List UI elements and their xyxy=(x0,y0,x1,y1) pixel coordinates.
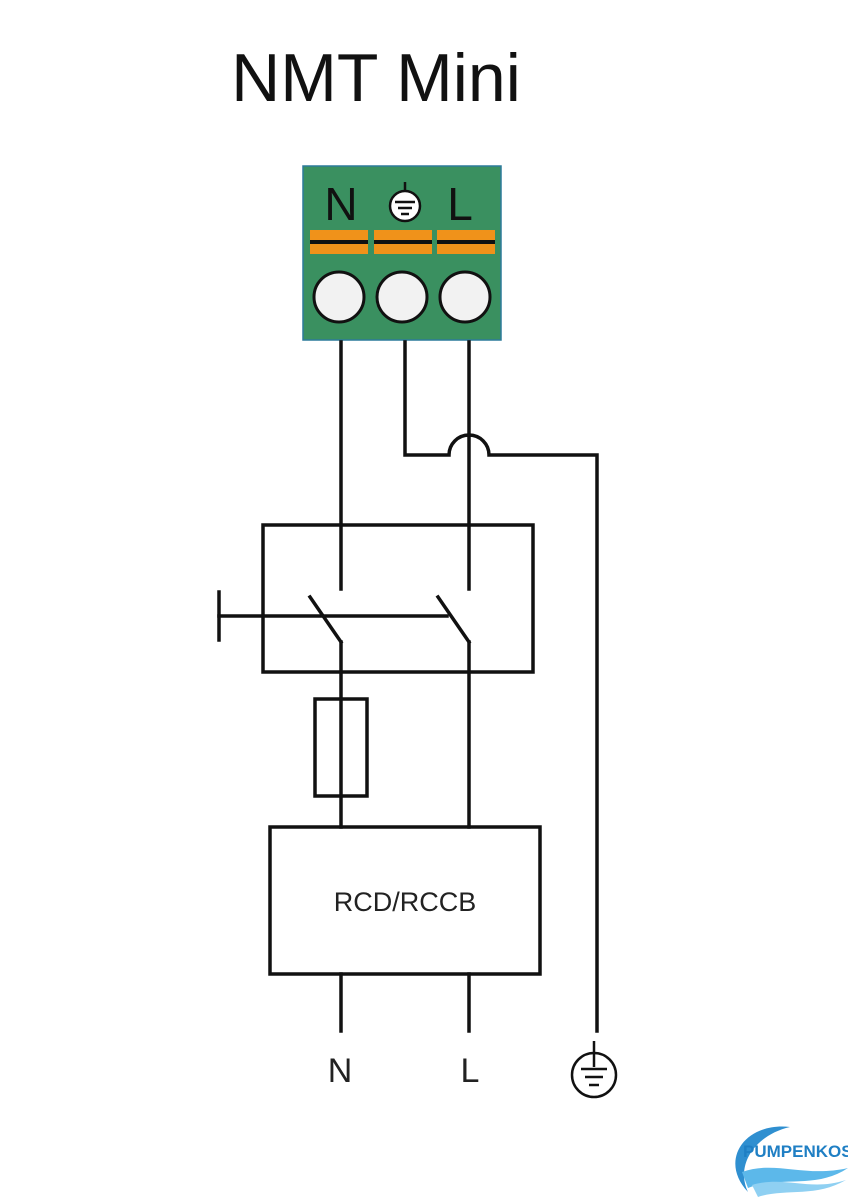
logo-wave-2 xyxy=(752,1180,846,1197)
terminal-screw-pe xyxy=(375,270,429,324)
diagram-title: NMT Mini xyxy=(231,40,521,116)
output-label-n: N xyxy=(328,1052,353,1090)
protective-earth-icon xyxy=(570,1041,618,1099)
two-pole-switch xyxy=(217,523,535,674)
rcd-label: RCD/RCCB xyxy=(334,887,477,917)
output-label-l: L xyxy=(461,1052,480,1090)
terminal-strips xyxy=(310,230,495,254)
rcd-enclosure xyxy=(268,825,542,976)
terminal-block: N L xyxy=(302,165,502,341)
protective-earth-icon xyxy=(388,182,422,223)
wire-earth xyxy=(403,340,599,1033)
terminal-label-l: L xyxy=(447,178,473,230)
switch-enclosure xyxy=(261,523,535,674)
wires xyxy=(339,340,599,1033)
terminal-label-n: N xyxy=(324,178,357,230)
pumpenkost-logo: PUMPENKOST xyxy=(735,1126,848,1197)
rcd-box: RCD/RCCB xyxy=(268,825,542,976)
logo-text: PUMPENKOST xyxy=(743,1142,848,1161)
switch-blade-l xyxy=(435,594,472,645)
fuse xyxy=(313,697,369,798)
switch-blade-n xyxy=(307,594,344,645)
terminal-screw-n xyxy=(312,270,366,324)
terminal-screw-l xyxy=(438,270,492,324)
logo-swoosh-outer xyxy=(735,1126,790,1192)
logo-wave-1 xyxy=(742,1167,848,1188)
